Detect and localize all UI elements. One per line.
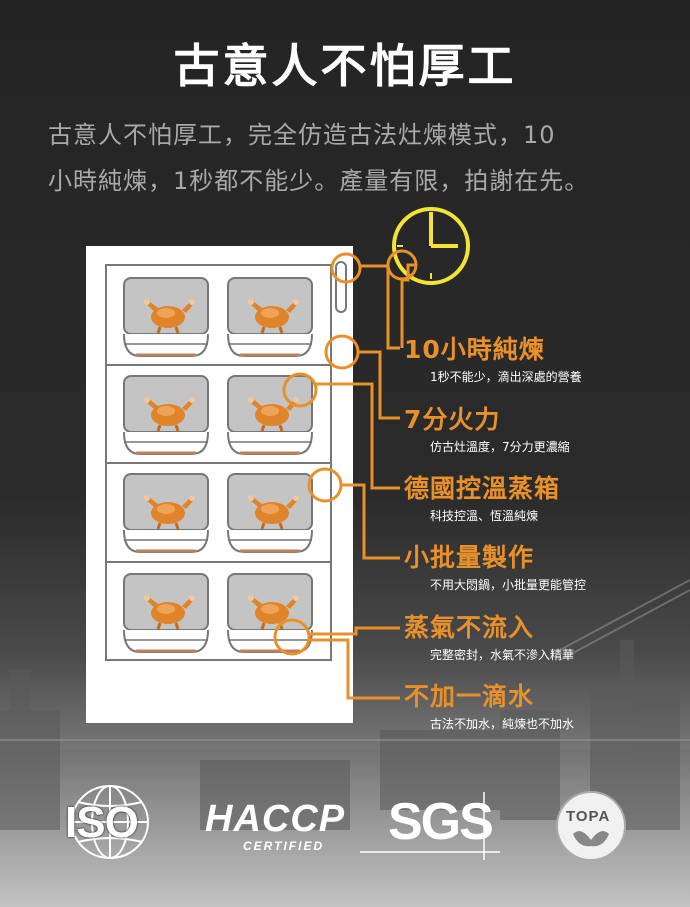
feature-item: 蒸氣不流入 完整密封，水氣不滲入精華 — [404, 608, 574, 663]
tray — [227, 375, 313, 455]
feature-desc: 1秒不能少，滴出深處的營養 — [430, 370, 582, 384]
sgs-text: SGS — [388, 793, 494, 851]
topa-text: TOPA — [566, 808, 611, 825]
feature-title: 小批量製作 — [404, 543, 535, 572]
feature-title: 7分火力 — [404, 405, 501, 434]
callout-circle — [273, 618, 311, 656]
page-title: 古意人不怕厚工 — [173, 39, 517, 93]
feature-desc: 古法不加水，純煉也不加水 — [430, 717, 575, 731]
subtitle-line-1: 古意人不怕厚工，完全仿造古法灶煉模式，10 — [48, 121, 556, 149]
feature-desc: 不用大悶鍋，小批量更能管控 — [430, 578, 587, 592]
feature-title: 德國控溫蒸箱 — [404, 474, 561, 503]
tray — [227, 573, 313, 653]
feature-item: 不加一滴水 古法不加水，純煉也不加水 — [404, 677, 574, 732]
connector-lines — [273, 249, 418, 700]
feature-desc: 仿古灶溫度，7分力更濃縮 — [430, 440, 570, 454]
iso-logo: ISO — [62, 782, 162, 862]
tray — [123, 375, 209, 455]
callout-circle — [330, 252, 362, 284]
feature-item: 7分火力 仿古灶溫度，7分力更濃縮 — [404, 400, 570, 455]
sgs-logo: SGS — [360, 782, 505, 862]
haccp-logo: HACCP CERTIFIED — [205, 782, 345, 862]
tray — [227, 473, 313, 553]
page-subtitle: 古意人不怕厚工，完全仿造古法灶煉模式，10 小時純煉，1秒都不能少。產量有限，拍… — [48, 112, 658, 204]
oven-handle — [335, 261, 347, 313]
feature-item: 小批量製作 不用大悶鍋，小批量更能管控 — [404, 538, 586, 593]
feature-title: 蒸氣不流入 — [404, 613, 535, 642]
haccp-certified-text: CERTIFIED — [243, 839, 325, 853]
haccp-text: HACCP — [205, 798, 346, 840]
callout-circle — [282, 372, 318, 408]
iso-text: ISO — [65, 798, 139, 847]
feature-item: 德國控溫蒸箱 科技控溫、恆溫純煉 — [404, 469, 560, 524]
tray — [123, 473, 209, 553]
feature-title: 不加一滴水 — [404, 682, 535, 711]
subtitle-line-2: 小時純煉，1秒都不能少。產量有限，拍謝在先。 — [48, 167, 590, 195]
clock-icon — [392, 207, 470, 285]
tray — [227, 277, 313, 357]
oven-trays — [123, 277, 313, 653]
feature-desc: 科技控溫、恆溫純煉 — [430, 509, 539, 523]
feature-title: 10小時純煉 — [404, 335, 545, 364]
topa-logo: TOPA — [555, 782, 627, 862]
feature-desc: 完整密封，水氣不滲入精華 — [430, 648, 575, 662]
globe-icon — [71, 785, 149, 859]
feature-item: 10小時純煉 1秒不能少，滴出深處的營養 — [404, 330, 582, 385]
tray — [123, 573, 209, 653]
tray — [123, 277, 209, 357]
